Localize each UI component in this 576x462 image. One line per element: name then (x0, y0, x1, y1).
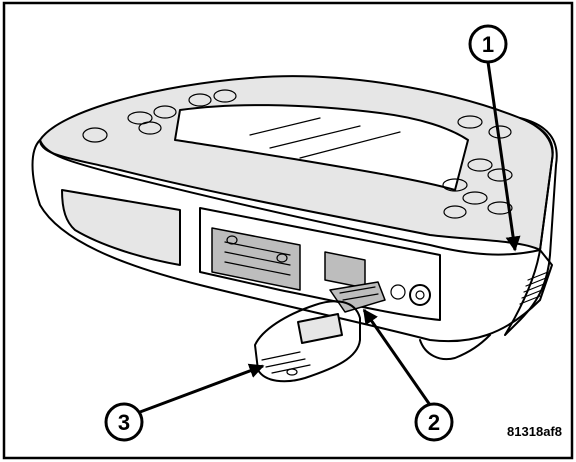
db-connector-screw-left (226, 235, 238, 245)
tool-base (419, 334, 491, 360)
ethernet-port (324, 251, 366, 289)
keypad-buttons (82, 89, 513, 219)
callout-1: 1 (468, 24, 508, 64)
db-connector-screw-right (276, 253, 288, 263)
cable-plug (329, 281, 386, 313)
callout-2: 2 (414, 402, 454, 442)
scan-tool-body (31, 75, 558, 360)
round-jack-large-inner (415, 290, 425, 300)
callout-3-label: 3 (118, 410, 130, 435)
round-jack-small (390, 284, 406, 300)
figure-code: 81318af8 (507, 424, 562, 439)
callout-3: 3 (104, 402, 144, 442)
leader-line-1 (486, 61, 521, 252)
db-connector-pins (224, 241, 291, 276)
port-bay (199, 207, 441, 321)
callout-1-label: 1 (482, 32, 494, 57)
screen-glare-2 (269, 125, 361, 149)
screen-glare-1 (249, 117, 321, 136)
round-jack-large (409, 284, 431, 306)
tool-front-face (31, 139, 553, 343)
callout-2-label: 2 (428, 410, 440, 435)
flash-card-key (254, 300, 361, 383)
plug-tip-ridges (339, 286, 379, 301)
display-screen (174, 104, 469, 191)
screen-glare-3 (299, 131, 401, 159)
side-recess-panel (61, 189, 181, 266)
tool-grip-ribs (519, 271, 549, 305)
leader-line-2 (362, 308, 432, 406)
key-grip-lines (261, 351, 311, 374)
leader-line-3 (139, 363, 265, 414)
tool-right-end (504, 117, 558, 336)
key-hole (286, 368, 298, 376)
key-body (254, 300, 361, 383)
key-label-pad (297, 313, 343, 344)
